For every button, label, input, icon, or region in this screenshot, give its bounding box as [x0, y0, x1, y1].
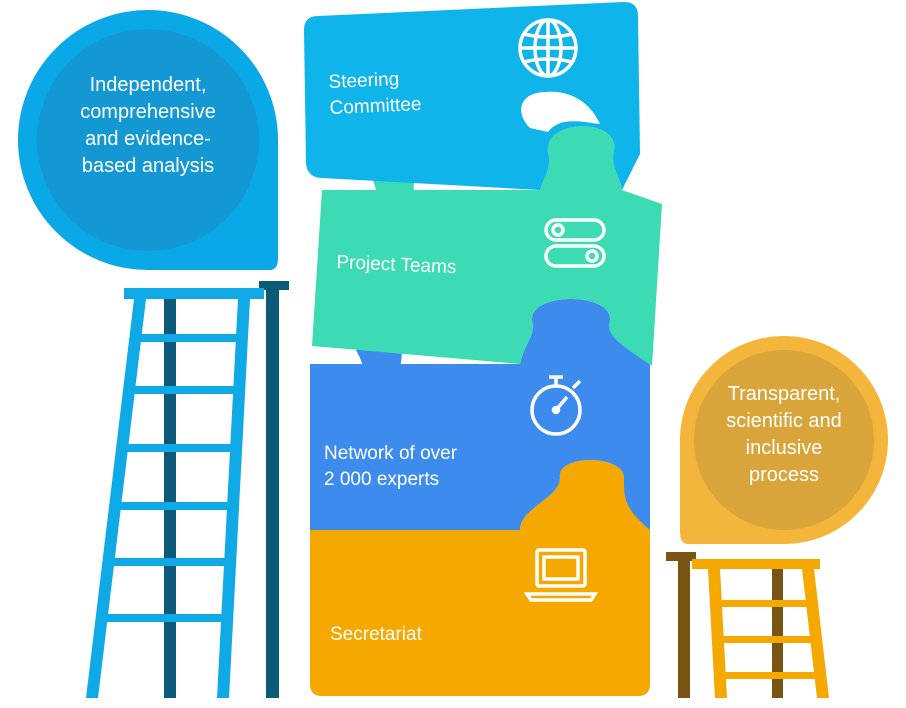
left-bubble-text: Independent, comprehensive and evidence-… — [58, 72, 238, 180]
left-ladder-rung — [113, 558, 229, 566]
right-ladder-rung — [718, 636, 812, 643]
network-label: Network of over 2 000 experts — [324, 441, 457, 492]
right-bubble-line: inclusive — [745, 437, 823, 459]
right-ladder-front-post — [678, 560, 690, 698]
network-label-line: 2 000 experts — [324, 468, 440, 490]
left-ladder-rung — [127, 444, 235, 452]
left-ladder-rungs — [106, 334, 240, 622]
left-ladder — [86, 281, 289, 698]
left-ladder-rung — [140, 334, 240, 342]
project-teams-piece-shape — [312, 126, 662, 366]
right-ladder — [666, 552, 829, 698]
left-ladder-rung — [106, 614, 226, 622]
right-speech-bubble — [680, 336, 888, 544]
stopwatch-icon — [530, 375, 582, 436]
right-bubble-line: Transparent, — [727, 383, 841, 405]
puzzle-piece-network — [310, 299, 650, 530]
left-bubble-inner — [37, 29, 259, 251]
left-ladder-back-post — [164, 296, 176, 698]
right-bubble-text: Transparent, scientific and inclusive pr… — [700, 381, 868, 489]
globe-icon — [518, 18, 578, 78]
left-bubble-line: Independent, — [89, 74, 207, 96]
right-ladder-right-rail — [802, 569, 829, 698]
right-ladder-rung — [720, 672, 816, 679]
secretariat-piece-shape — [310, 460, 650, 696]
steering-label-line: Steering — [328, 68, 400, 93]
left-ladder-right-rail — [217, 299, 250, 698]
left-ladder-top-bar — [124, 288, 264, 299]
right-ladder-post-cap — [666, 552, 696, 561]
right-bubble-inner — [694, 350, 874, 530]
right-ladder-left-rail — [708, 569, 727, 698]
secretariat-label: Secretariat — [330, 622, 422, 648]
left-ladder-rung — [120, 502, 232, 510]
right-bubble-line: scientific and — [726, 410, 842, 432]
puzzle-piece-secretariat — [310, 460, 650, 696]
right-ladder-rungs — [716, 600, 816, 679]
network-speech-tail — [356, 350, 402, 418]
project-teams-label: Project Teams — [336, 250, 457, 281]
network-piece-shape — [310, 299, 650, 530]
right-ladder-rung — [716, 600, 808, 607]
right-ladder-top-bar — [692, 559, 820, 569]
left-speech-bubble — [18, 10, 278, 270]
left-ladder-rung — [134, 386, 238, 394]
left-ladder-right-post — [266, 284, 279, 698]
puzzle-piece-project-teams — [312, 126, 662, 366]
secretariat-label-line: Secretariat — [330, 624, 422, 645]
toggle-switches-icon — [544, 218, 606, 268]
right-bubble-line: process — [748, 464, 820, 486]
left-bubble-line: and evidence- — [85, 128, 211, 150]
right-ladder-back-post — [772, 566, 783, 698]
left-ladder-post-cap — [259, 281, 289, 290]
left-bubble-line: comprehensive — [80, 101, 216, 123]
steering-label: Steering Committee — [328, 66, 422, 121]
network-label-line: Network of over — [324, 443, 458, 464]
laptop-icon — [523, 548, 599, 602]
left-bubble-line: based analysis — [81, 155, 215, 177]
steering-label-line: Committee — [329, 93, 422, 119]
project-teams-speech-tail — [372, 178, 414, 244]
left-ladder-left-rail — [86, 299, 146, 698]
project-teams-label-line: Project Teams — [335, 251, 457, 279]
steering-tab-knob — [521, 91, 600, 132]
secretariat-speech-tail — [358, 540, 400, 590]
